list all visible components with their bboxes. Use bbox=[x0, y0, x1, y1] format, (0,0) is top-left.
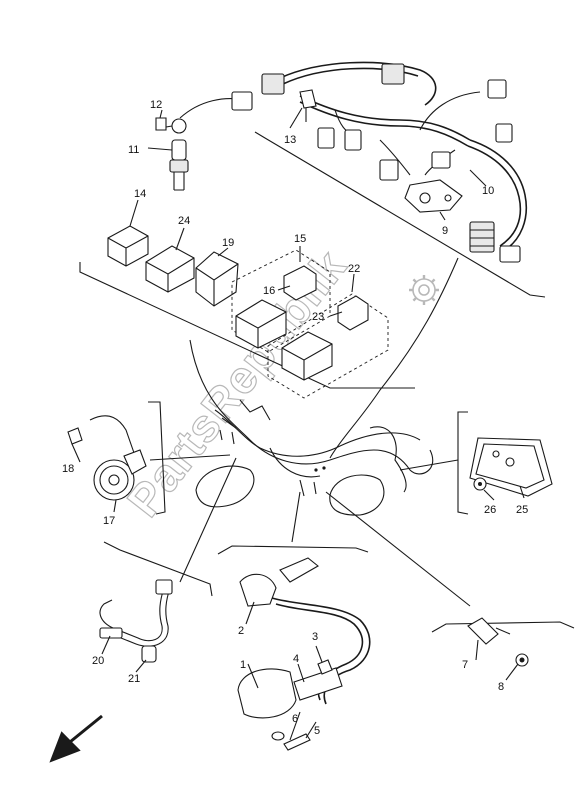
part-11-sensor bbox=[159, 118, 189, 191]
part-label-10: 10 bbox=[482, 185, 494, 197]
part-label-13: 13 bbox=[284, 134, 296, 146]
gear-icon bbox=[409, 275, 439, 305]
part-label-8: 8 bbox=[498, 681, 504, 693]
ignition-callout bbox=[217, 545, 371, 751]
part-label-18: 18 bbox=[62, 463, 74, 475]
part-13-connector bbox=[299, 89, 317, 122]
part-label-14: 14 bbox=[134, 188, 146, 200]
part-19-relay bbox=[195, 251, 239, 307]
part-label-12: 12 bbox=[150, 99, 162, 111]
part-label-21: 21 bbox=[128, 673, 140, 685]
part-label-6: 6 bbox=[292, 713, 298, 725]
right-callout bbox=[457, 411, 553, 515]
horn-callout bbox=[67, 401, 166, 515]
front-direction-arrow-icon bbox=[49, 714, 103, 763]
part-label-19: 19 bbox=[222, 237, 234, 249]
leader-lines-upper bbox=[129, 107, 487, 317]
leader-lines-bike bbox=[149, 257, 471, 607]
part-label-7: 7 bbox=[462, 659, 468, 671]
part-label-1: 1 bbox=[240, 659, 246, 671]
sensor-callout bbox=[431, 617, 575, 667]
harness-connectors bbox=[231, 63, 521, 263]
part-label-2: 2 bbox=[238, 625, 244, 637]
part-labels: 12 11 13 10 9 14 24 19 15 22 16 23 18 17… bbox=[62, 99, 528, 737]
part-9-sensor bbox=[404, 179, 463, 213]
lower-left-callout bbox=[99, 541, 213, 663]
part-label-20: 20 bbox=[92, 655, 104, 667]
motorcycle-silhouette bbox=[189, 339, 434, 516]
part-label-4: 4 bbox=[293, 653, 299, 665]
part-label-17: 17 bbox=[103, 515, 115, 527]
part-label-5: 5 bbox=[314, 725, 320, 737]
part-label-3: 3 bbox=[312, 631, 318, 643]
part-label-26: 26 bbox=[484, 504, 496, 516]
part-22-fuse-box-group bbox=[267, 293, 389, 399]
upper-panel-outline bbox=[79, 131, 546, 389]
part-label-23: 23 bbox=[312, 311, 324, 323]
wire-harness bbox=[179, 61, 528, 251]
part-label-24: 24 bbox=[178, 215, 190, 227]
part-label-16: 16 bbox=[263, 285, 275, 297]
part-14-relay bbox=[107, 225, 149, 267]
part-label-25: 25 bbox=[516, 504, 528, 516]
part-label-9: 9 bbox=[442, 225, 448, 237]
part-12-clip bbox=[155, 117, 167, 131]
part-label-11: 11 bbox=[128, 144, 139, 156]
part-24-relay bbox=[145, 245, 195, 293]
part-15-fuse-box-group bbox=[231, 249, 331, 353]
part-label-22: 22 bbox=[348, 263, 360, 275]
part-label-15: 15 bbox=[294, 233, 306, 245]
leader-lines-lower bbox=[71, 443, 525, 741]
